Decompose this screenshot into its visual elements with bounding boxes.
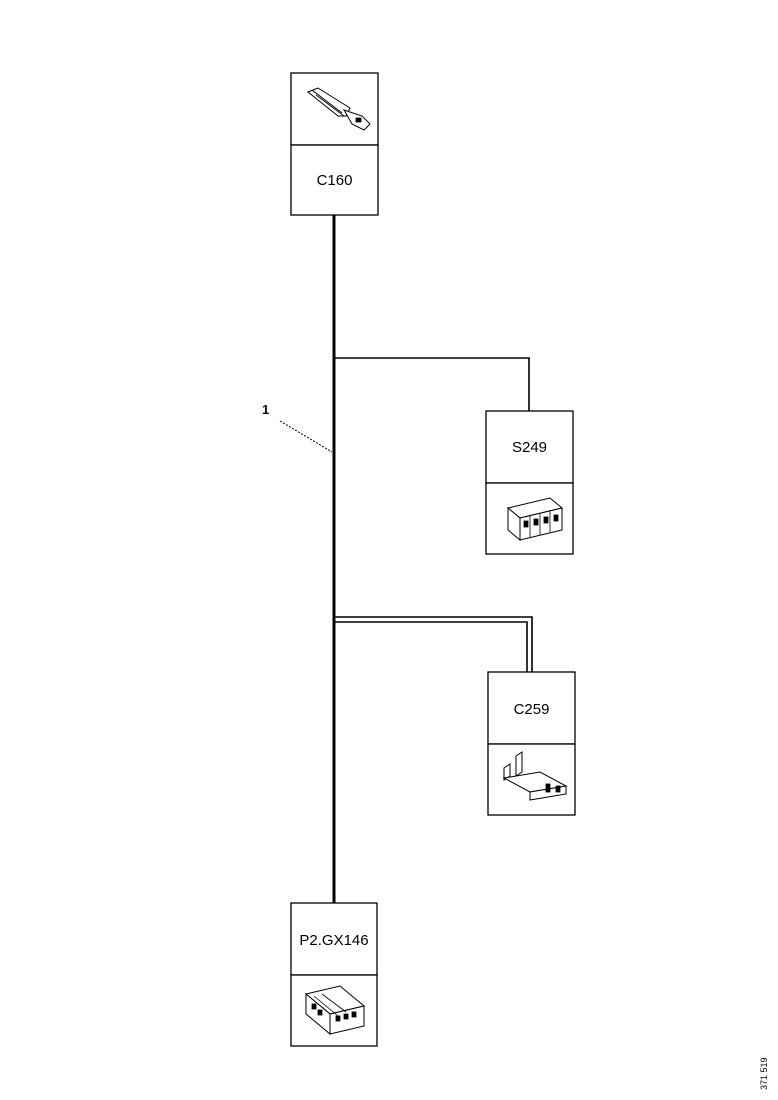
p2-gx146-label: P2.GX146 xyxy=(299,932,368,949)
p2-gx146-label-cell xyxy=(290,902,378,976)
c160-label-cell xyxy=(290,144,379,216)
branch-wire-s249 xyxy=(334,357,530,411)
c160-label: C160 xyxy=(317,172,353,189)
reference-number: 371 519 xyxy=(759,1057,769,1090)
c259-label-cell xyxy=(487,671,576,745)
component-p2-gx146: P2.GX146 xyxy=(290,902,378,1047)
plug-connector-icon xyxy=(307,87,371,131)
switch-block-icon xyxy=(506,497,564,542)
callout-leader xyxy=(279,420,333,453)
terminal-connector-icon xyxy=(502,751,568,801)
component-c160: C160 xyxy=(290,72,379,216)
s249-label: S249 xyxy=(512,439,547,456)
component-s249: S249 xyxy=(485,410,574,555)
multi-pin-connector-icon xyxy=(304,985,366,1036)
branch-wire-c259-outer xyxy=(334,616,533,672)
component-c259: C259 xyxy=(487,671,576,816)
harness-callout-label: 1 xyxy=(262,402,269,417)
c259-label: C259 xyxy=(514,701,550,718)
branch-wire-c259-inner xyxy=(334,621,528,672)
c259-icon-cell xyxy=(487,743,576,816)
